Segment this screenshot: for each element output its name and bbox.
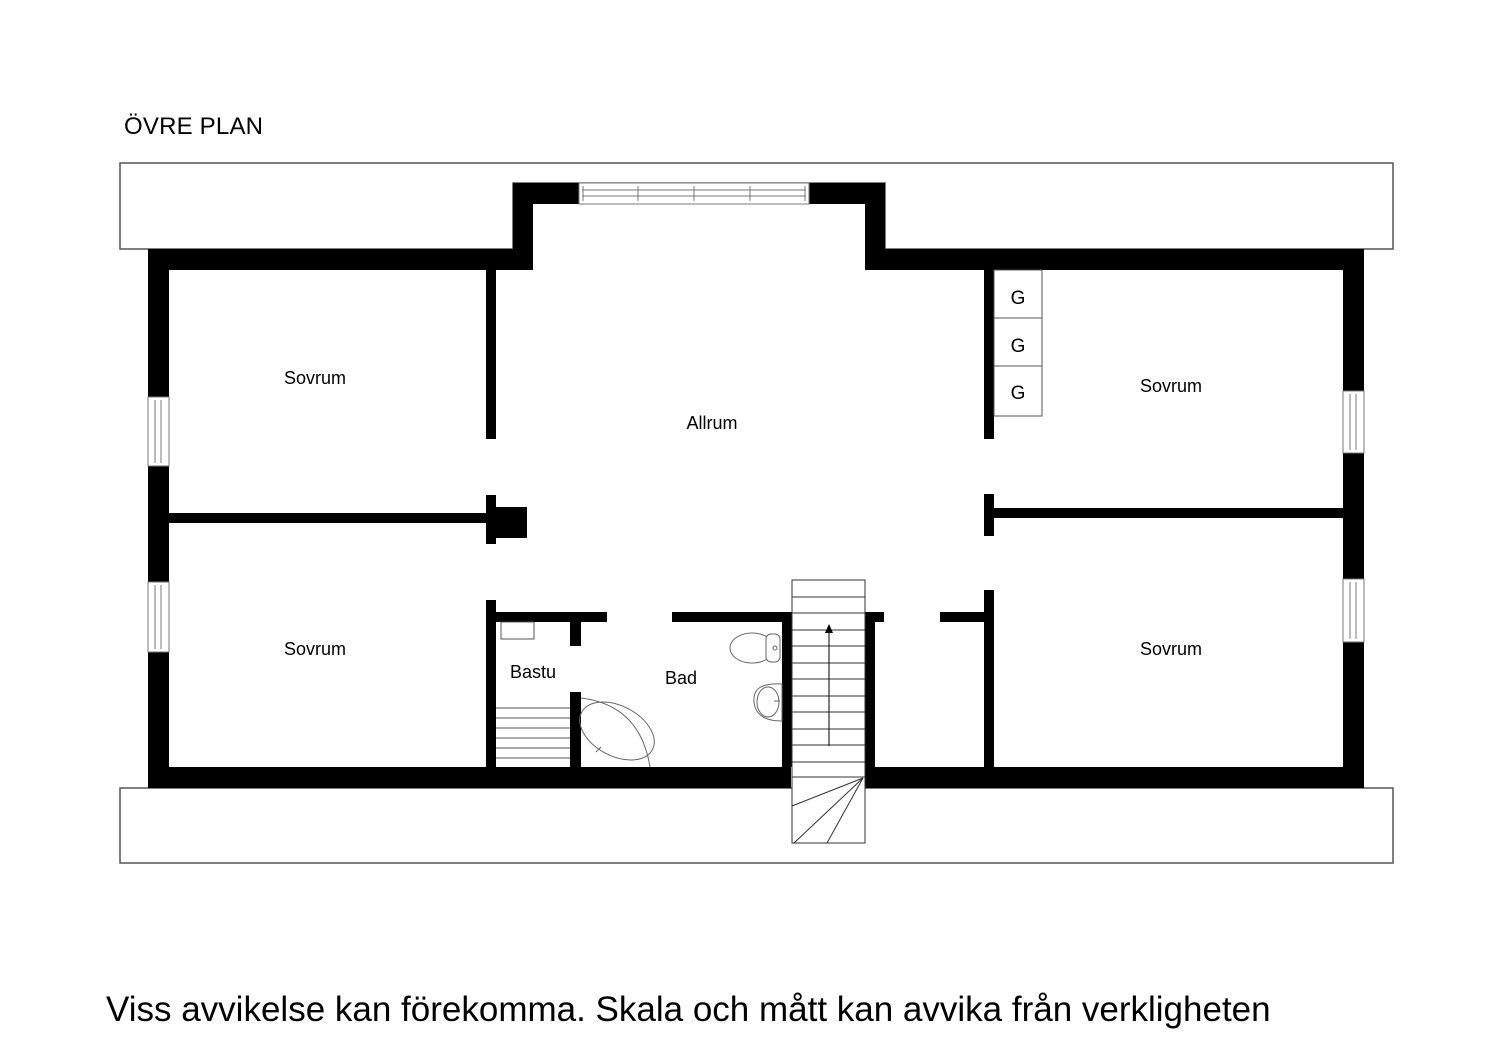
window-top-dormer: [578, 182, 810, 205]
plan-title: ÖVRE PLAN: [124, 113, 264, 140]
bathtub-icon: [579, 697, 655, 768]
exterior-walls: [148, 183, 1364, 788]
room-label-sovrum: Sovrum: [1140, 639, 1202, 659]
sink-icon: [753, 683, 783, 722]
toilet-icon: [729, 632, 781, 664]
closet-label: G: [1011, 383, 1026, 404]
stair-direction-arrow-icon: [825, 624, 833, 746]
window-right-lower: [1342, 578, 1365, 643]
window-left-lower: [147, 581, 170, 653]
sauna-heater-icon: [500, 621, 535, 640]
room-label-sovrum: Sovrum: [284, 368, 346, 388]
closet-units: [993, 269, 1043, 417]
closet-label: G: [1011, 336, 1026, 357]
room-label-sovrum: Sovrum: [1140, 376, 1202, 396]
room-label-bad: Bad: [665, 668, 697, 688]
interior-walls: [169, 270, 1343, 767]
window-right-upper: [1342, 390, 1365, 454]
room-label-allrum: Allrum: [686, 413, 737, 433]
room-label-bastu: Bastu: [510, 662, 556, 682]
roof-outline-top: [119, 162, 1394, 250]
closet-label: G: [1011, 288, 1026, 309]
roof-outline-bottom: [119, 787, 1394, 864]
window-left-upper: [147, 396, 170, 467]
disclaimer-text: Viss avvikelse kan förekomma. Skala och …: [106, 990, 1271, 1029]
sauna-bench-icon: [496, 707, 570, 759]
room-label-sovrum: Sovrum: [284, 639, 346, 659]
windows: [147, 182, 1365, 653]
